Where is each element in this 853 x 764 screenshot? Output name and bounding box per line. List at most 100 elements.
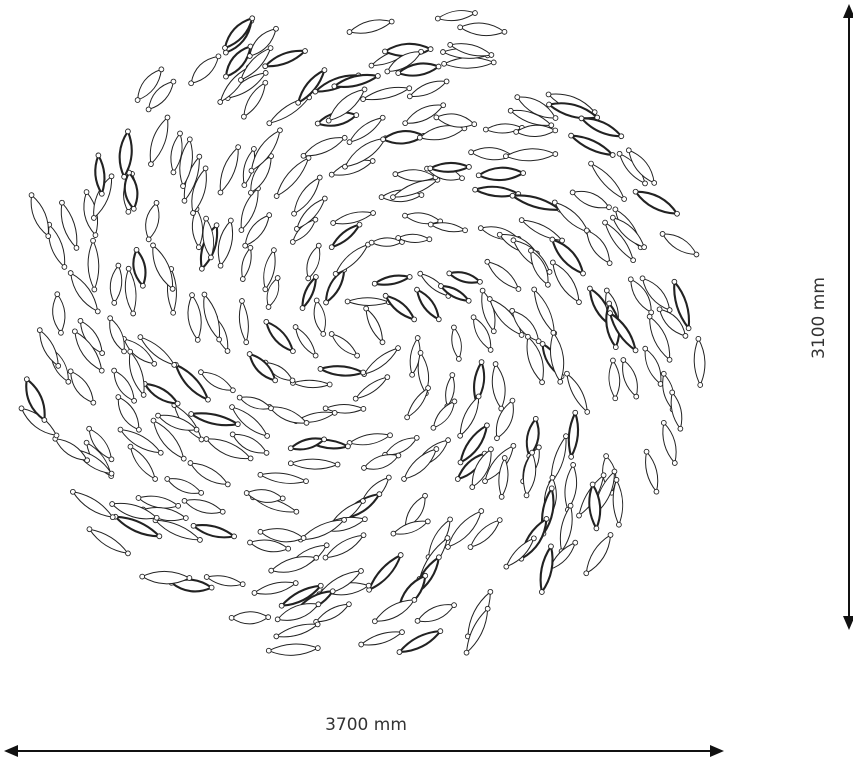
leaf-element bbox=[602, 219, 637, 264]
leaf-element bbox=[229, 404, 271, 439]
leaf-element bbox=[518, 217, 565, 244]
leaf-element bbox=[371, 274, 413, 287]
height-dimension: 3100 mm bbox=[809, 4, 853, 630]
leaf-element bbox=[83, 189, 99, 238]
leaf-element bbox=[115, 394, 142, 433]
leaf-element bbox=[52, 291, 66, 336]
leaf-element bbox=[384, 48, 424, 75]
leaf-element bbox=[469, 446, 494, 490]
leaf-element bbox=[203, 574, 246, 588]
leaf-element bbox=[472, 185, 522, 198]
leaf-element bbox=[91, 173, 115, 221]
width-dimension: 3700 mm bbox=[4, 715, 724, 757]
leaf-element bbox=[568, 132, 616, 158]
leaf-element bbox=[36, 327, 62, 369]
leaf-element bbox=[366, 552, 404, 593]
leaf-element bbox=[503, 535, 537, 570]
leaf-element bbox=[247, 539, 292, 553]
leaf-element bbox=[187, 460, 231, 488]
leaf-element bbox=[382, 292, 418, 323]
leaf-element bbox=[262, 48, 308, 70]
leaf-element bbox=[46, 221, 68, 270]
leaf-element bbox=[525, 333, 545, 386]
leaf-element bbox=[170, 130, 183, 176]
leaf-element bbox=[414, 286, 442, 323]
leaf-element bbox=[612, 477, 624, 528]
leaf-element bbox=[463, 605, 491, 656]
leaf-element bbox=[659, 231, 700, 258]
leaf-element bbox=[239, 244, 254, 282]
leaf-element bbox=[181, 153, 203, 204]
leaf-element bbox=[395, 233, 433, 243]
leaf-element bbox=[201, 291, 223, 343]
width-arrow-right-icon bbox=[710, 745, 724, 757]
leaf-element bbox=[608, 357, 621, 402]
leaf-element bbox=[59, 199, 80, 251]
leaf-element bbox=[368, 237, 405, 247]
leaf-element bbox=[402, 212, 444, 225]
leaf-element bbox=[268, 554, 320, 574]
leaf-element bbox=[482, 442, 517, 485]
leaf-element bbox=[331, 73, 381, 90]
leaf-element bbox=[265, 275, 281, 310]
leaf-element bbox=[322, 532, 367, 561]
leaf-element bbox=[484, 258, 522, 292]
leaf-element bbox=[390, 518, 431, 537]
leaf-element bbox=[669, 389, 684, 432]
leaf-element bbox=[18, 405, 60, 439]
leaf-element bbox=[266, 404, 310, 426]
leaf-element bbox=[86, 425, 115, 463]
leaf-element bbox=[514, 94, 559, 121]
leaf-element bbox=[646, 313, 673, 363]
leaf-element bbox=[87, 237, 100, 293]
leaf-element bbox=[457, 393, 482, 439]
leaf-element bbox=[229, 431, 270, 456]
leaf-element bbox=[172, 361, 211, 403]
leaf-element bbox=[332, 241, 371, 277]
leaf-element bbox=[569, 189, 612, 211]
leaf-element bbox=[549, 259, 582, 305]
leaf-element bbox=[188, 411, 241, 428]
leaf-element bbox=[328, 331, 360, 359]
leaf-element bbox=[202, 215, 215, 261]
leaf-element bbox=[390, 177, 441, 200]
leaf-element bbox=[238, 298, 250, 346]
leaf-element bbox=[549, 236, 586, 277]
leaf-element bbox=[346, 18, 395, 35]
leaf-element bbox=[188, 53, 222, 87]
leaf-element bbox=[246, 351, 279, 384]
leaf-element bbox=[190, 165, 209, 216]
leaf-element bbox=[607, 310, 639, 354]
leaf-element bbox=[491, 361, 506, 412]
leaf-element bbox=[567, 409, 579, 460]
leaf-element bbox=[446, 270, 483, 285]
leaf-element bbox=[187, 292, 202, 343]
leaf-element bbox=[434, 10, 478, 22]
leaf-element bbox=[248, 127, 283, 174]
leaf-element bbox=[134, 66, 165, 103]
leaf-element bbox=[155, 412, 200, 433]
leaf-element bbox=[198, 369, 236, 394]
leaf-element bbox=[363, 305, 386, 346]
leaf-element bbox=[265, 643, 321, 656]
leaf-element bbox=[417, 270, 452, 299]
leaf-element bbox=[28, 192, 52, 239]
width-arrow-left-icon bbox=[4, 745, 18, 757]
leaf-element bbox=[139, 570, 193, 585]
leaf-element bbox=[148, 114, 171, 167]
leaf-element bbox=[550, 329, 565, 385]
leaf-element bbox=[23, 376, 48, 423]
leaf-element bbox=[313, 297, 327, 337]
leaf-element bbox=[67, 368, 97, 406]
leaf-element bbox=[445, 508, 485, 550]
leaf-element bbox=[588, 160, 627, 202]
leaf-element bbox=[494, 397, 516, 442]
leaf-element bbox=[278, 582, 324, 609]
leaf-element bbox=[145, 78, 177, 113]
leaf-element bbox=[291, 174, 323, 217]
leaf-element bbox=[251, 580, 299, 596]
leaf-element bbox=[671, 278, 692, 332]
leaf-element bbox=[317, 365, 367, 377]
leaf-element bbox=[237, 45, 274, 83]
